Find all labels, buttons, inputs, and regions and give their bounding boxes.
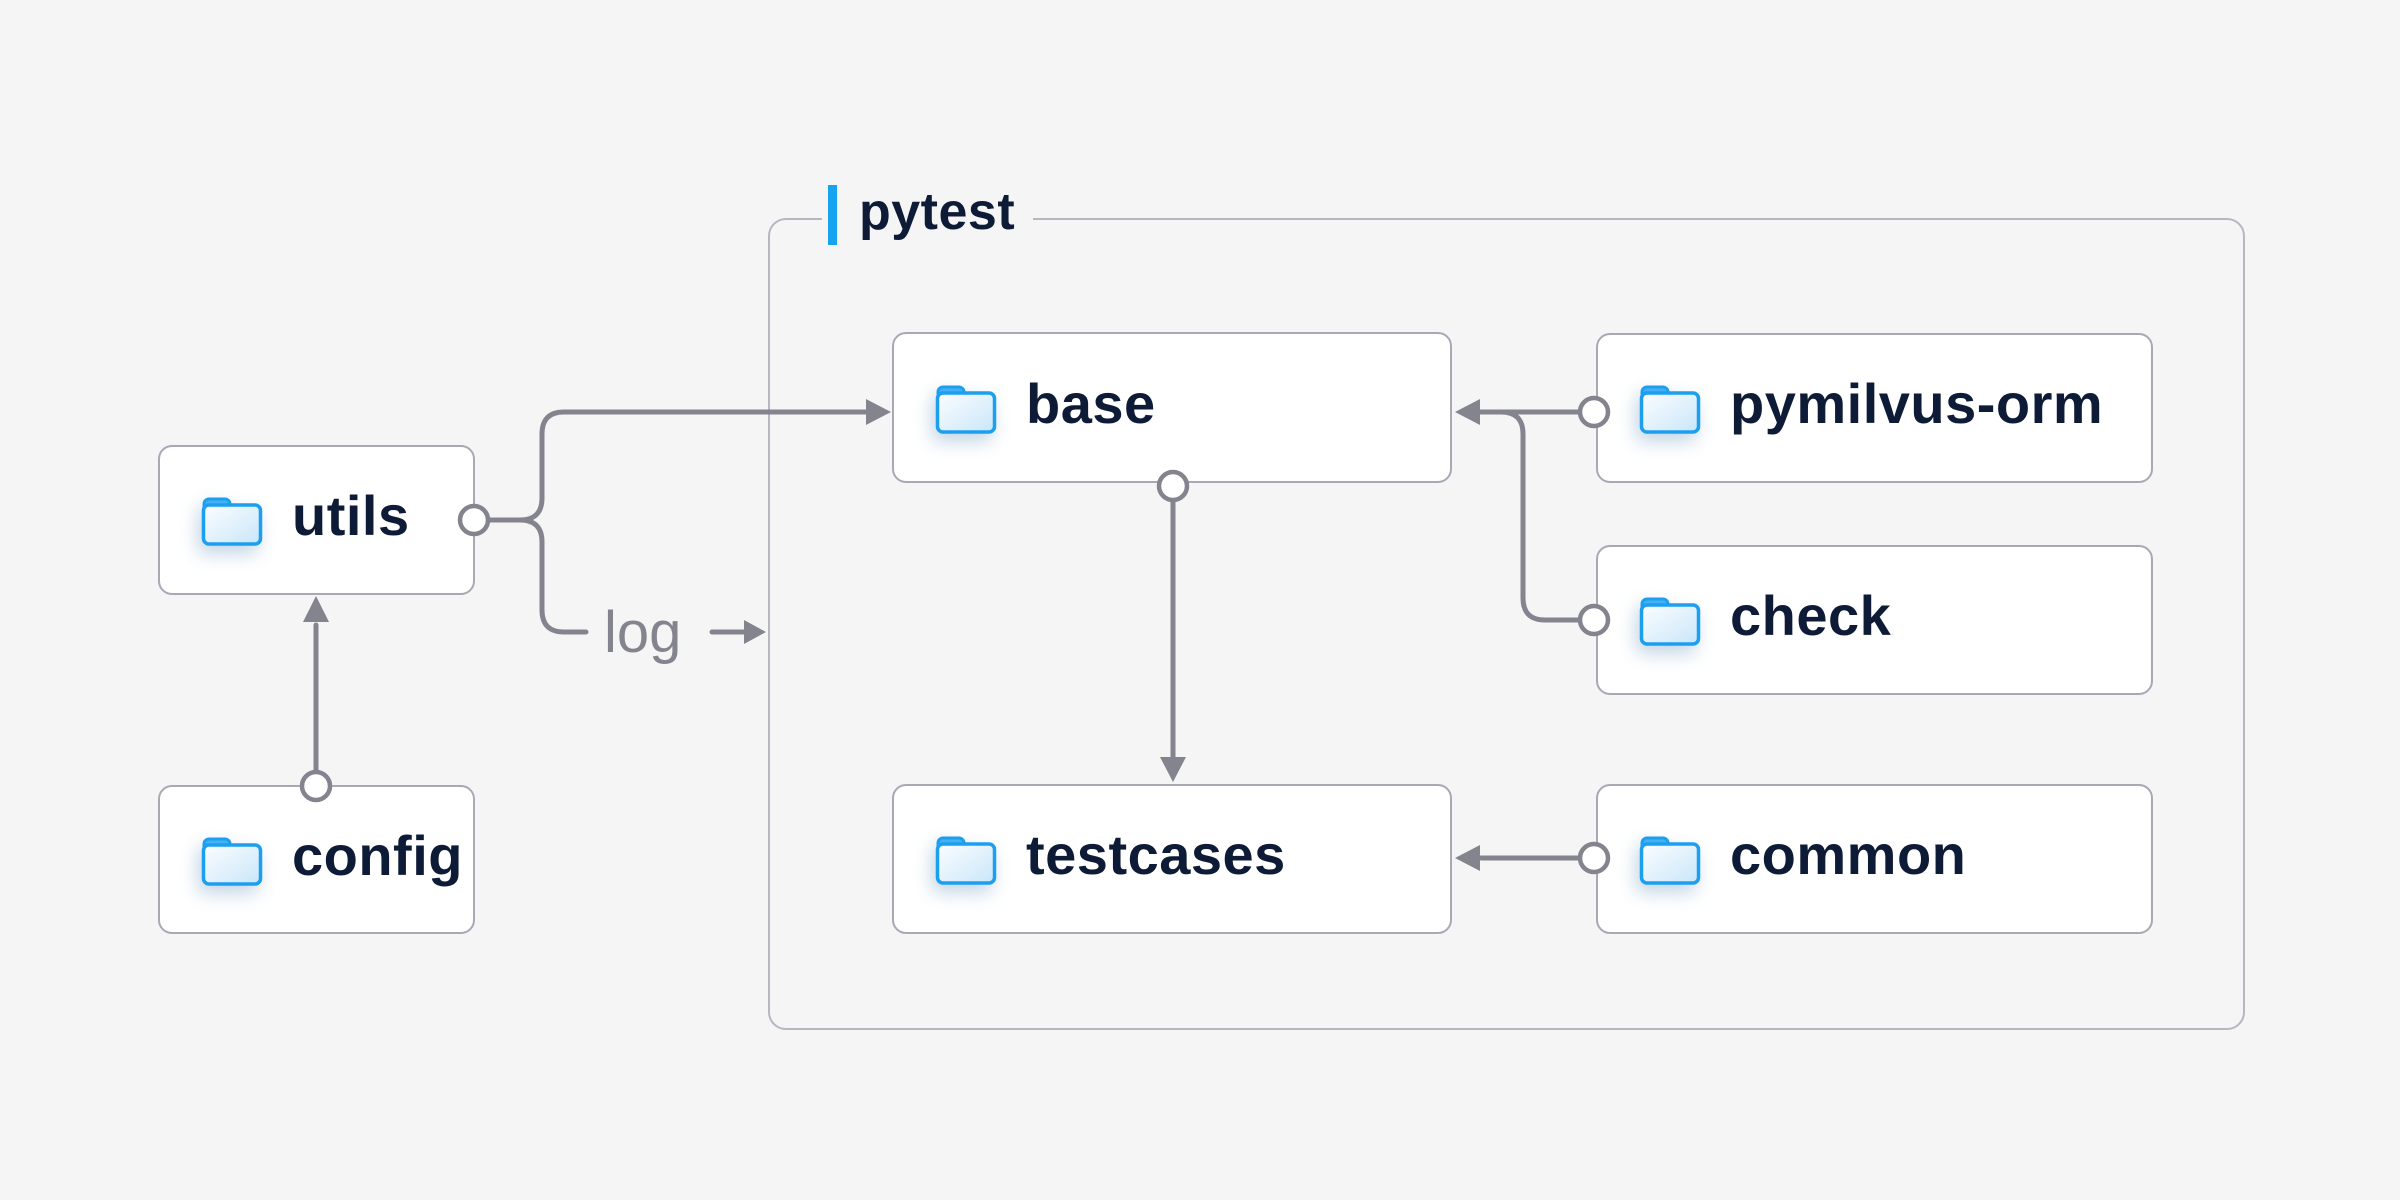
- folder-icon: [1639, 385, 1701, 434]
- node-pymilvus-orm[interactable]: pymilvus-orm: [1596, 333, 2153, 483]
- node-label: pymilvus-orm: [1730, 372, 2104, 435]
- folder-icon: [935, 836, 997, 885]
- node-label: utils: [292, 484, 410, 547]
- node-config[interactable]: config: [158, 785, 475, 934]
- group-box-pytest: [768, 218, 2245, 1030]
- node-common[interactable]: common: [1596, 784, 2153, 934]
- edge-label-log: log: [604, 600, 682, 665]
- group-accent-bar: [828, 185, 837, 245]
- group-label-pytest: pytest: [822, 183, 1034, 246]
- node-label: config: [292, 823, 463, 887]
- node-label: check: [1730, 584, 1892, 647]
- arrowhead-into-utils: [303, 596, 329, 622]
- folder-icon: [935, 385, 997, 434]
- node-base[interactable]: base: [892, 332, 1452, 483]
- node-label: base: [1026, 371, 1156, 435]
- folder-icon: [1639, 597, 1701, 646]
- folder-icon: [201, 497, 263, 546]
- group-title: pytest: [859, 183, 1016, 241]
- node-utils[interactable]: utils: [158, 445, 475, 595]
- folder-icon: [201, 837, 263, 886]
- node-label: testcases: [1026, 823, 1286, 886]
- node-testcases[interactable]: testcases: [892, 784, 1452, 934]
- folder-icon: [1639, 836, 1701, 885]
- edge-utils-log: [517, 517, 589, 635]
- node-check[interactable]: check: [1596, 545, 2153, 695]
- arrowhead-log: [744, 620, 766, 644]
- node-label: common: [1730, 823, 1967, 886]
